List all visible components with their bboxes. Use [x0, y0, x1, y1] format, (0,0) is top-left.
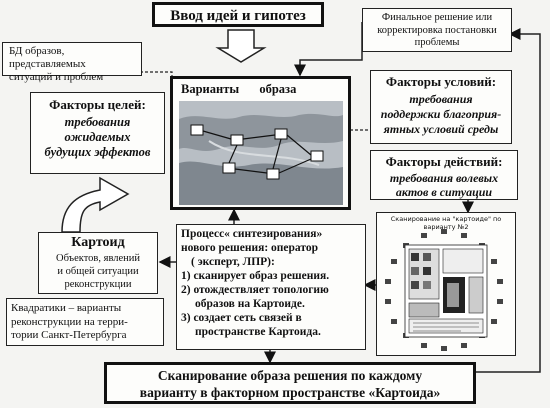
kartoid-subtitle: Объектов, явлений и общей ситуации рекон…	[55, 253, 141, 290]
actions-title: Факторы действий:	[385, 154, 503, 169]
db-text: БД образов, представляемых ситуаций и пр…	[9, 45, 104, 83]
solution-map	[179, 101, 343, 205]
kartoid-title: Картоид	[71, 235, 125, 250]
variants-box: Варианты образа решения	[170, 76, 351, 210]
squares-box: Квадратики – варианты реконструкции на т…	[6, 298, 164, 346]
final-decision-text: Финальное решение или корректировка пост…	[377, 12, 497, 48]
goals-subtitle: требования ожидаемых будущих эффектов	[44, 115, 151, 159]
kartoid-to-goals-arrow	[61, 176, 130, 233]
ideas-box: Ввод идей и гипотез	[152, 2, 324, 27]
scanning-box: Сканирование образа решения по каждому в…	[104, 362, 476, 404]
scan-image-caption: Сканирование на "картоиде" по варианту №…	[390, 215, 502, 231]
process-text: Процесс« синтезирования» нового решения:…	[181, 228, 330, 338]
process-step-3: 3) создает сеть связей в	[181, 312, 302, 324]
ideas-title: Ввод идей и гипотез	[170, 8, 306, 24]
conditions-title: Факторы условий:	[385, 74, 497, 89]
goals-factors-box: Факторы целей: требования ожидаемых буду…	[30, 92, 165, 174]
actions-factors-box: Факторы действий: требования волевых акт…	[370, 150, 518, 200]
process-step-2-cont: образов на Картоиде.	[195, 298, 305, 310]
conditions-factors-box: Факторы условий: требования поддержки бл…	[370, 70, 512, 144]
conditions-subtitle: требования поддержки благоприя- ятных ус…	[380, 92, 502, 136]
scan-image: Сканирование на "картоиде" по варианту №…	[376, 212, 516, 356]
process-step-2: 2) отождествляет топологию	[181, 284, 329, 296]
db-box: БД образов, представляемых ситуаций и пр…	[2, 42, 142, 83]
process-box: Процесс« синтезирования» нового решения:…	[176, 224, 366, 350]
goals-title: Факторы целей:	[49, 97, 146, 112]
kartoid-box: Картоид Объектов, явлений и общей ситуац…	[38, 232, 158, 294]
final-decision-box: Финальное решение или корректировка пост…	[362, 8, 512, 52]
process-step-1: 1) сканирует образ решения.	[181, 270, 330, 282]
scanning-text: Сканирование образа решения по каждому в…	[139, 368, 441, 400]
squares-text: Квадратики – варианты реконструкции на т…	[11, 302, 128, 341]
final-to-variants-line	[294, 22, 363, 77]
ideas-down-arrow	[215, 29, 267, 63]
process-step-3-cont: пространстве Картоида.	[195, 326, 321, 338]
kartoid-figure	[385, 229, 503, 351]
db-to-variants-line	[140, 71, 173, 90]
actions-subtitle: требования волевых актов в ситуации	[389, 171, 499, 199]
